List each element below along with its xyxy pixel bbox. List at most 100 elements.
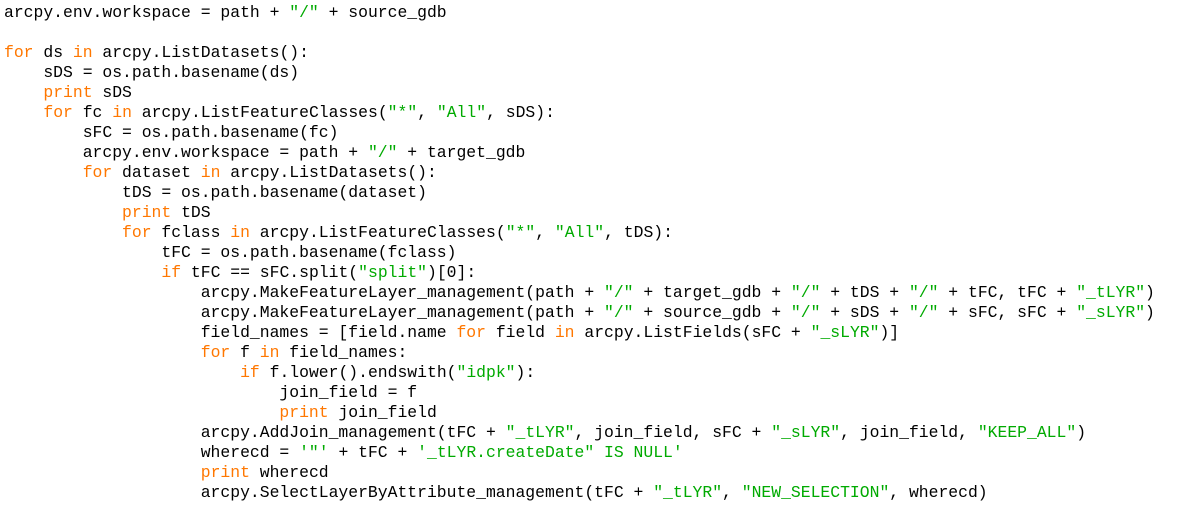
code-token: ) (1145, 303, 1155, 322)
code-token: wherecd = (4, 443, 300, 462)
code-token: + tFC, tFC + (938, 283, 1077, 302)
string-token: "_tLYR" (1076, 283, 1146, 302)
code-token: tDS (171, 203, 211, 222)
code-token: f (230, 343, 260, 362)
string-token: "*" (505, 223, 536, 242)
code-token: ): (515, 363, 536, 382)
code-token (4, 163, 83, 182)
string-token: "/" (367, 143, 398, 162)
code-token: + tDS + (820, 283, 909, 302)
string-token: "/" (790, 303, 821, 322)
code-line: print join_field (4, 403, 1155, 423)
code-line: arcpy.env.workspace = path + "/" + sourc… (4, 3, 1155, 23)
code-line: arcpy.AddJoin_management(tFC + "_tLYR", … (4, 423, 1155, 443)
keyword-token: if (240, 363, 260, 382)
code-line: if tFC == sFC.split("split")[0]: (4, 263, 1155, 283)
string-token: "split" (358, 263, 427, 282)
code-token: dataset (112, 163, 201, 182)
keyword-token: if (161, 263, 182, 282)
code-token: arcpy.env.workspace = path + (4, 3, 290, 22)
keyword-token: in (230, 223, 250, 242)
keyword-token: for (122, 223, 152, 242)
code-token: )[0]: (427, 263, 477, 282)
code-line: print tDS (4, 203, 1155, 223)
string-token: "_sLYR" (810, 323, 880, 342)
code-token: + target_gdb (397, 143, 526, 162)
code-token: field_names = [field.name (4, 323, 457, 342)
code-line: field_names = [field.name for field in a… (4, 323, 1155, 343)
code-token: + tFC + (328, 443, 418, 462)
keyword-token: in (72, 43, 93, 62)
code-token: , join_field, (840, 423, 978, 442)
code-token (4, 203, 122, 222)
code-token: arcpy.ListFeatureClasses( (131, 103, 388, 122)
code-token: tDS = os.path.basename(dataset) (4, 183, 427, 202)
string-token: '_tLYR.createDate" IS NULL' (417, 443, 683, 462)
keyword-token: for (200, 343, 231, 362)
string-token: "/" (908, 303, 939, 322)
keyword-token: print (122, 203, 172, 222)
keyword-token: for (43, 103, 73, 122)
string-token: "KEEP_ALL" (977, 423, 1077, 442)
code-token: sFC = os.path.basename(fc) (4, 123, 339, 142)
code-line: arcpy.MakeFeatureLayer_management(path +… (4, 283, 1155, 303)
keyword-token: for (82, 163, 113, 182)
string-token: '"' (299, 443, 329, 462)
code-token: + sDS + (820, 303, 909, 322)
code-token: join_field = f (4, 383, 418, 402)
string-token: "All" (436, 103, 487, 122)
code-token: , tDS): (604, 223, 673, 242)
string-token: "_sLYR" (771, 423, 841, 442)
string-token: "*" (387, 103, 418, 122)
keyword-token: print (279, 403, 329, 422)
code-token: + sFC, sFC + (938, 303, 1077, 322)
code-token (4, 223, 122, 242)
code-token: wherecd (249, 463, 329, 482)
code-line: if f.lower().endswith("idpk"): (4, 363, 1155, 383)
string-token: "/" (604, 283, 634, 302)
code-token (4, 403, 279, 422)
code-token: sDS (92, 83, 132, 102)
code-token: arcpy.SelectLayerByAttribute_management(… (4, 483, 654, 502)
code-token (4, 363, 240, 382)
code-token (4, 263, 161, 282)
string-token: "/" (790, 283, 821, 302)
code-token (4, 463, 201, 482)
string-token: "NEW_SELECTION" (741, 483, 890, 502)
code-token: ds (33, 43, 73, 62)
keyword-token: for (4, 43, 34, 62)
string-token: "_tLYR" (505, 423, 575, 442)
code-token: sDS = os.path.basename(ds) (4, 63, 300, 82)
code-line: for f in field_names: (4, 343, 1155, 363)
code-token: tFC = os.path.basename(fclass) (4, 243, 457, 262)
code-token: , sDS): (486, 103, 555, 122)
code-token: arcpy.MakeFeatureLayer_management(path + (4, 303, 604, 322)
keyword-token: in (259, 343, 280, 362)
string-token: "idpk" (456, 363, 516, 382)
keyword-token: for (456, 323, 486, 342)
code-token: arcpy.env.workspace = path + (4, 143, 368, 162)
code-token: arcpy.ListDatasets(): (220, 163, 437, 182)
keyword-token: print (200, 463, 250, 482)
code-line: for fclass in arcpy.ListFeatureClasses("… (4, 223, 1155, 243)
string-token: "_tLYR" (653, 483, 723, 502)
keyword-token: in (112, 103, 132, 122)
code-line: arcpy.env.workspace = path + "/" + targe… (4, 143, 1155, 163)
code-token: + source_gdb + (633, 303, 791, 322)
code-token: field_names: (279, 343, 408, 362)
code-line: join_field = f (4, 383, 1155, 403)
code-token: field (485, 323, 555, 342)
code-line: for ds in arcpy.ListDatasets(): (4, 43, 1155, 63)
code-token (4, 103, 43, 122)
code-token: + source_gdb (318, 3, 447, 22)
string-token: "/" (604, 303, 634, 322)
code-token: arcpy.ListFeatureClasses( (249, 223, 506, 242)
code-token: join_field (328, 403, 437, 422)
code-line: for dataset in arcpy.ListDatasets(): (4, 163, 1155, 183)
code-view: arcpy.env.workspace = path + "/" + sourc… (4, 3, 1155, 503)
code-line: sDS = os.path.basename(ds) (4, 63, 1155, 83)
keyword-token: in (554, 323, 575, 342)
string-token: "/" (908, 283, 939, 302)
string-token: "All" (554, 223, 605, 242)
string-token: "/" (289, 3, 319, 22)
